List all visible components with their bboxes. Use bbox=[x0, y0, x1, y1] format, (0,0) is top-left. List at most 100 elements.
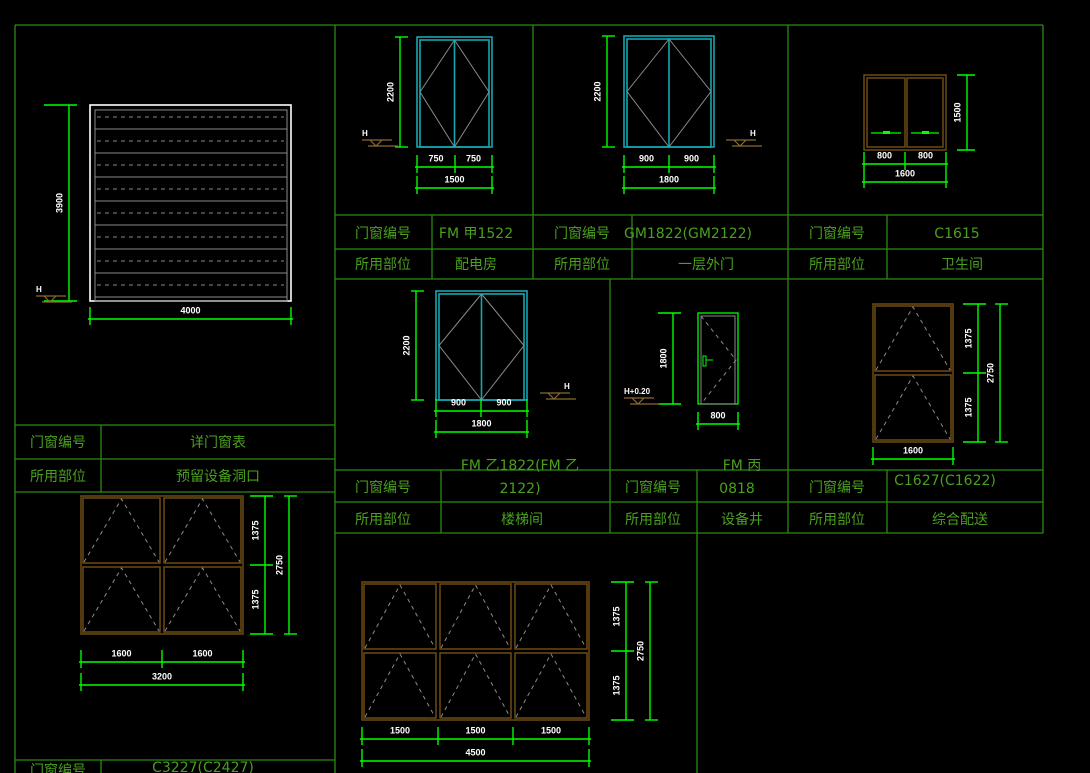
window-sash bbox=[439, 652, 512, 719]
dimension-text: 1800 bbox=[659, 174, 679, 184]
dimension-text: 1800 bbox=[471, 418, 491, 428]
dimension-text: 2200 bbox=[401, 335, 411, 355]
opening-direction-mark bbox=[364, 583, 436, 649]
dimension-text: 3900 bbox=[54, 193, 64, 213]
opening-direction-mark bbox=[83, 567, 160, 632]
schedule-table-fm1822: 门窗编号 FM 乙1822(FM 乙 2122) 所用部位 楼梯间 bbox=[355, 458, 579, 528]
code-value-line2: 0818 bbox=[719, 481, 755, 497]
dimension-text: 1500 bbox=[541, 725, 561, 735]
dimension-text: 2750 bbox=[985, 363, 995, 383]
location-value: 楼梯间 bbox=[501, 512, 543, 528]
opening-direction-mark bbox=[419, 39, 455, 148]
opening-direction-mark bbox=[364, 652, 436, 718]
dimension-text: 900 bbox=[684, 153, 699, 163]
handle-icon bbox=[883, 131, 890, 134]
dimension-text: 1800 bbox=[658, 348, 668, 368]
window-sash bbox=[874, 374, 952, 441]
code-value-line1: FM 丙 bbox=[723, 458, 762, 474]
code-value: FM 甲1522 bbox=[439, 226, 513, 242]
dimension-text: 1500 bbox=[465, 725, 485, 735]
window-sash bbox=[906, 77, 944, 148]
code-label: 门窗编号 bbox=[355, 479, 411, 496]
dimension-text: 1375 bbox=[250, 520, 260, 540]
dimension-text: 1600 bbox=[111, 648, 131, 658]
door-gm1822: 2200 900 900 1800 H bbox=[592, 35, 762, 194]
level-text: H bbox=[750, 129, 756, 138]
location-value: 一层外门 bbox=[678, 257, 734, 273]
location-value: 卫生间 bbox=[941, 257, 983, 273]
level-marker-icon bbox=[540, 392, 576, 400]
location-label: 所用部位 bbox=[355, 257, 411, 273]
location-value: 综合配送 bbox=[932, 512, 988, 528]
dimension-text: 1600 bbox=[903, 445, 923, 455]
level-marker-icon bbox=[726, 139, 762, 147]
dimension-text: 3200 bbox=[152, 671, 172, 681]
dimension-text: 900 bbox=[496, 397, 511, 407]
dimension-text: 1500 bbox=[390, 725, 410, 735]
opening-frame bbox=[89, 104, 292, 302]
opening-direction-mark bbox=[481, 293, 525, 401]
code-value-line2: 2122) bbox=[499, 481, 540, 497]
schedule-table-c1615: 门窗编号 C1615 所用部位 卫生间 bbox=[809, 225, 983, 273]
window-sash bbox=[82, 566, 161, 633]
code-value: C1615 bbox=[934, 226, 979, 242]
location-label: 所用部位 bbox=[355, 512, 411, 528]
location-value: 设备井 bbox=[721, 511, 763, 528]
window-sash bbox=[514, 583, 588, 650]
dimension-text: 1375 bbox=[611, 606, 621, 626]
door-frame bbox=[697, 312, 739, 405]
opening-direction-mark bbox=[515, 583, 587, 649]
dimension-text: 2750 bbox=[274, 555, 284, 575]
opening-direction-mark bbox=[626, 38, 670, 148]
level-text: H bbox=[362, 129, 368, 138]
code-value: GM1822(GM2122) bbox=[624, 226, 752, 242]
dimension-text: 900 bbox=[451, 397, 466, 407]
window-frame bbox=[863, 74, 947, 151]
code-value: 详门窗表 bbox=[190, 434, 246, 451]
schedule-table-fm0818: 门窗编号 FM 丙 0818 所用部位 设备井 bbox=[625, 458, 763, 528]
window-sash bbox=[163, 566, 242, 633]
opening-direction-mark bbox=[83, 498, 160, 563]
code-value: C1627(C1622) bbox=[894, 473, 996, 489]
dimension-text: 4500 bbox=[465, 747, 485, 757]
window-frame bbox=[80, 495, 244, 635]
window-sash bbox=[363, 652, 437, 719]
window-sash bbox=[82, 497, 161, 564]
dimension-text: 900 bbox=[639, 153, 654, 163]
window-sash bbox=[439, 583, 512, 650]
code-label: 门窗编号 bbox=[809, 225, 865, 242]
location-label: 所用部位 bbox=[30, 469, 86, 485]
window-sash bbox=[514, 652, 588, 719]
level-text: H bbox=[36, 285, 42, 294]
code-label: 门窗编号 bbox=[809, 479, 865, 496]
location-label: 所用部位 bbox=[809, 257, 865, 273]
louver-frame bbox=[94, 109, 288, 302]
level-text: H bbox=[564, 382, 570, 391]
dimension-text: 2750 bbox=[635, 641, 645, 661]
opening-direction-mark bbox=[440, 652, 511, 718]
dimension-text: 800 bbox=[918, 150, 933, 160]
dimension-text: 2200 bbox=[592, 81, 602, 101]
schedule-table-left: 门窗编号 详门窗表 所用部位 预留设备洞口 bbox=[30, 434, 260, 485]
level-marker-icon bbox=[624, 397, 660, 405]
dimension-text: 800 bbox=[877, 150, 892, 160]
dimension-text: 1600 bbox=[192, 648, 212, 658]
code-label: 门窗编号 bbox=[554, 225, 610, 242]
location-label: 所用部位 bbox=[625, 512, 681, 528]
opening-direction-mark bbox=[700, 315, 737, 405]
code-label: 门窗编号 bbox=[30, 762, 86, 773]
opening-direction-mark bbox=[515, 652, 587, 718]
window-sash bbox=[163, 497, 242, 564]
window-frame bbox=[361, 581, 590, 721]
opening-direction-mark bbox=[668, 38, 712, 148]
location-value: 预留设备洞口 bbox=[176, 468, 260, 485]
location-value: 配电房 bbox=[455, 257, 497, 273]
location-label: 所用部位 bbox=[809, 512, 865, 528]
code-label: 门窗编号 bbox=[30, 434, 86, 451]
code-value-line1: FM 乙1822(FM 乙 bbox=[461, 458, 579, 474]
dimension-text: 4000 bbox=[180, 305, 200, 315]
